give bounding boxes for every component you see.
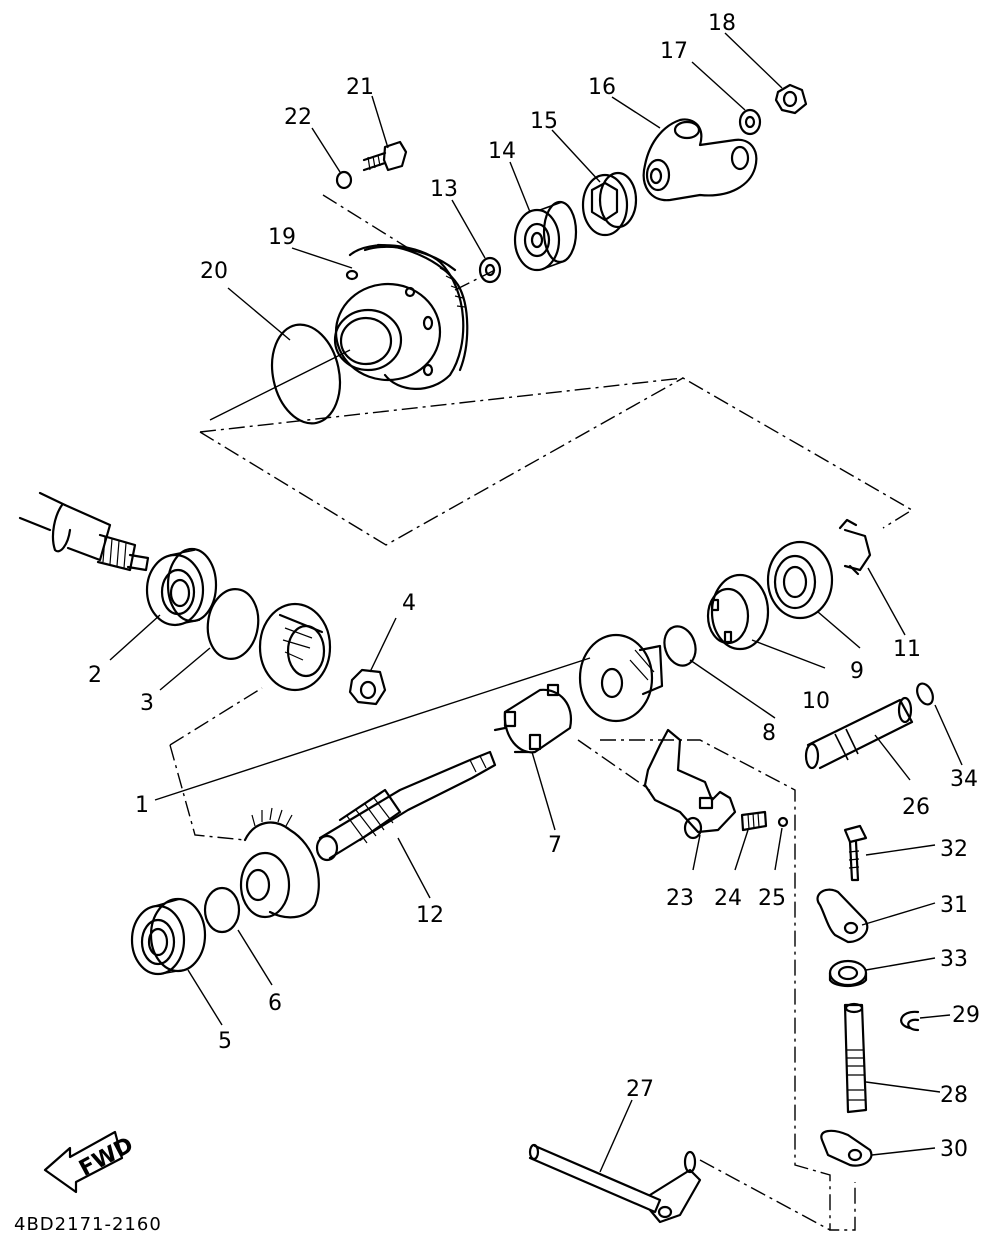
part-13-washer [478, 256, 502, 284]
callout-7: 7 [548, 833, 562, 858]
callout-14: 14 [488, 139, 516, 164]
part-24-spring [740, 810, 768, 832]
callout-15: 15 [530, 109, 558, 134]
callout-5: 5 [218, 1029, 232, 1054]
part-23-shift-fork [643, 728, 737, 840]
part-20-gasket [209, 323, 351, 425]
part-34-o-ring [916, 682, 934, 706]
part-14-bearing [513, 200, 578, 272]
part-19-bearing-housing [333, 243, 469, 390]
part-3-o-ring [206, 588, 260, 660]
part-17-washer [738, 108, 762, 136]
part-8-shim [663, 625, 697, 667]
part-27-rod [528, 1143, 702, 1224]
part-21-bolt [362, 140, 408, 172]
part-12-shaft [315, 750, 497, 862]
callout-9: 9 [850, 659, 864, 684]
callout-24: 24 [714, 886, 742, 911]
part-29-circlip [900, 1010, 920, 1032]
callout-34: 34 [950, 767, 978, 792]
callout-21: 21 [346, 75, 374, 100]
part-22-washer [335, 170, 353, 190]
part-2-bearing [145, 547, 218, 627]
callout-31: 31 [940, 893, 968, 918]
part-26-shift-shaft [804, 696, 914, 770]
part-5-bearing [130, 897, 207, 976]
leader-lines [109, 32, 963, 1173]
part-15-seal [581, 171, 638, 237]
callout-11: 11 [893, 637, 921, 662]
callout-1: 1 [135, 793, 149, 818]
callout-16: 16 [588, 75, 616, 100]
callout-10: 10 [802, 689, 830, 714]
part-9-bearing [766, 540, 834, 620]
part-7-dog-clutch [493, 683, 573, 754]
callout-33: 33 [940, 947, 968, 972]
callout-12: 12 [416, 903, 444, 928]
part-30-plate [820, 1129, 873, 1167]
part-18-nut [774, 83, 808, 115]
callout-22: 22 [284, 105, 312, 130]
callout-32: 32 [940, 837, 968, 862]
callout-27: 27 [626, 1077, 654, 1102]
assembly-lines [169, 194, 914, 1231]
part-25-ball [777, 816, 789, 828]
part-1-bevel-gear-upper [258, 602, 332, 692]
fwd-direction-arrow-icon: FWD [43, 1130, 138, 1194]
callout-26: 26 [902, 795, 930, 820]
part-28-shaft [843, 1002, 868, 1114]
callout-4: 4 [402, 591, 416, 616]
part-33-collar [828, 959, 868, 988]
part-4-nut [348, 668, 387, 706]
callout-18: 18 [708, 11, 736, 36]
callout-19: 19 [268, 225, 296, 250]
part-10-ring-nut [706, 573, 770, 651]
callout-17: 17 [660, 39, 688, 64]
part-1-bevel-gear-lower [239, 807, 320, 919]
part-16-yoke [642, 118, 758, 202]
callout-30: 30 [940, 1137, 968, 1162]
input-shaft [18, 491, 150, 572]
part-code: 4BD2171-2160 [14, 1214, 162, 1235]
callout-labels: 18 17 16 15 14 13 21 22 19 20 2 3 4 1 8 … [88, 11, 980, 1162]
fwd-label: FWD [75, 1133, 138, 1182]
part-32-bolt [843, 824, 868, 882]
callout-20: 20 [200, 259, 228, 284]
callout-2: 2 [88, 663, 102, 688]
callout-6: 6 [268, 991, 282, 1016]
part-31-plate [816, 888, 869, 944]
callout-29: 29 [952, 1003, 980, 1028]
part-1-bevel-gear-middle [578, 633, 664, 723]
callout-23: 23 [666, 886, 694, 911]
callout-8: 8 [762, 721, 776, 746]
part-6-shim [203, 886, 241, 934]
callout-13: 13 [430, 177, 458, 202]
callout-28: 28 [940, 1083, 968, 1108]
callout-25: 25 [758, 886, 786, 911]
part-11-retainer [838, 518, 872, 576]
callout-3: 3 [140, 691, 154, 716]
